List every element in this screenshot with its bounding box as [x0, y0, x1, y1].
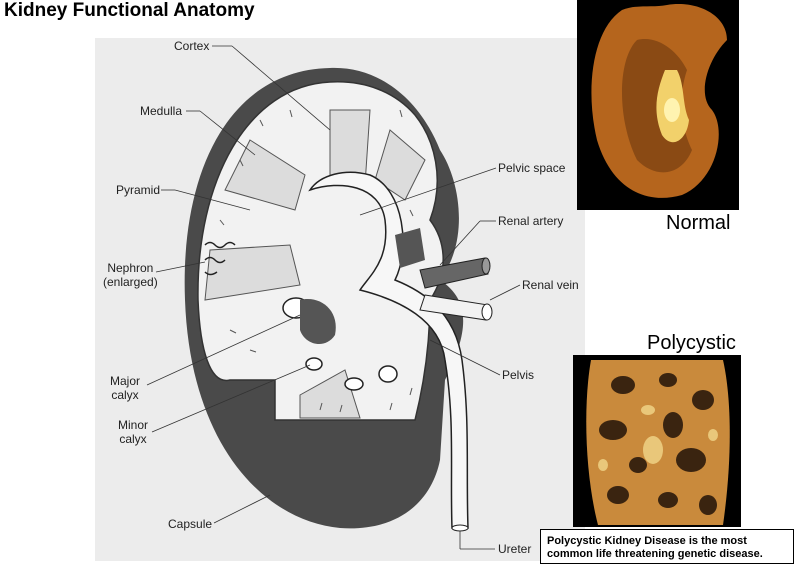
label-nephron: Nephron (enlarged): [103, 261, 158, 289]
label-ureter: Ureter: [498, 542, 532, 556]
label-major-calyx-line2: calyx: [111, 388, 139, 402]
label-medulla: Medulla: [140, 104, 183, 118]
pyramid-1: [224, 139, 306, 211]
label-pelvis: Pelvis: [502, 368, 535, 382]
polycystic-caption: Polycystic: [647, 332, 736, 354]
label-minor-calyx-line2: calyx: [119, 432, 147, 446]
label-pelvic-space: Pelvic space: [498, 161, 566, 175]
disease-note: Polycystic Kidney Disease is the most co…: [540, 529, 794, 564]
label-pyramid: Pyramid: [116, 183, 161, 197]
ureter-opening: [451, 524, 469, 532]
renal-artery-vessel: [419, 257, 489, 289]
page-title: Kidney Functional Anatomy: [4, 0, 255, 21]
label-capsule: Capsule: [168, 517, 213, 531]
label-nephron-line2: (enlarged): [103, 275, 158, 289]
normal-kidney-photo: [577, 0, 739, 210]
label-minor-calyx-line1: Minor: [118, 418, 149, 432]
label-major-calyx-line1: Major: [110, 374, 141, 388]
label-renal-vein: Renal vein: [522, 278, 579, 292]
normal-caption: Normal: [666, 212, 731, 234]
label-major-calyx: Major calyx: [110, 374, 140, 402]
label-renal-artery: Renal artery: [498, 214, 564, 228]
label-minor-calyx: Minor calyx: [118, 418, 148, 446]
label-cortex: Cortex: [174, 39, 210, 53]
polycystic-kidney-photo: [573, 355, 741, 527]
nephron-enlarged: [204, 241, 236, 276]
pyramid-3: [204, 244, 301, 301]
label-nephron-line1: Nephron: [107, 261, 154, 275]
pyramid-4: [374, 129, 426, 201]
